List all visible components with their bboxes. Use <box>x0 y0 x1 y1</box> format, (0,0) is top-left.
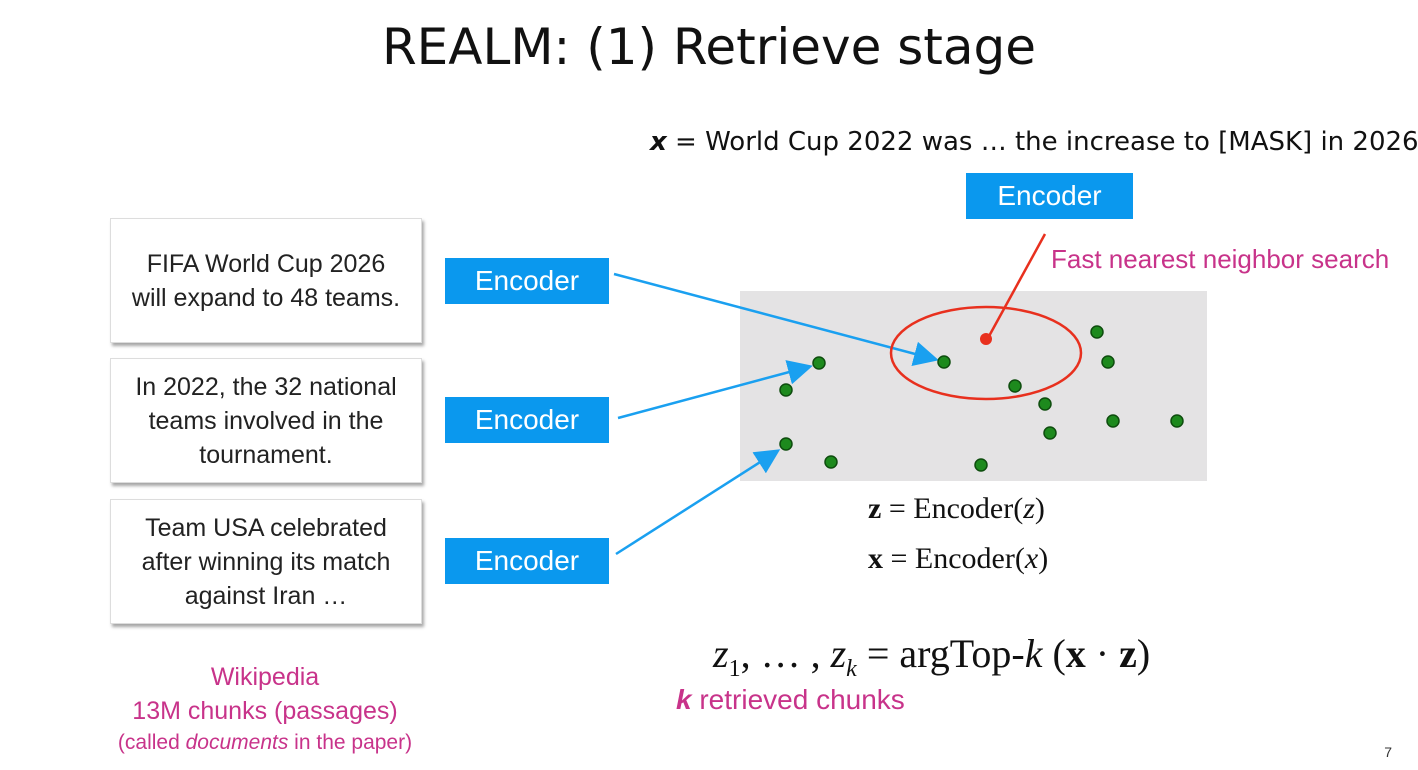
doc-point <box>1090 325 1104 339</box>
corpus-line3: (called documents in the paper) <box>117 731 413 754</box>
doc3-line2: after winning its match <box>141 547 391 576</box>
document-card-1: FIFA World Cup 2026 will expand to 48 te… <box>110 218 422 343</box>
doc1-line2: will expand to 48 teams. <box>131 283 401 312</box>
doc1-line1: FIFA World Cup 2026 <box>146 249 386 278</box>
argtop-equation: z1, … , zk = argTop-k (x · z) <box>713 631 1151 682</box>
slide-title: REALM: (1) Retrieve stage <box>381 18 1037 76</box>
doc-point <box>1043 426 1057 440</box>
corpus-label: Wikipedia 13M chunks (passages) (called … <box>80 660 450 758</box>
doc3-arrow <box>615 449 781 556</box>
doc-point <box>812 356 826 370</box>
embedding-space <box>740 291 1207 481</box>
doc-point <box>824 455 838 469</box>
doc-point <box>974 458 988 472</box>
query-sentence: x = World Cup 2022 was … the increase to… <box>650 127 1418 157</box>
doc1-encoder-box: Encoder <box>445 258 609 304</box>
corpus-line2: 13M chunks (passages) <box>132 697 398 725</box>
doc3-encoder-box: Encoder <box>445 538 609 584</box>
query-point <box>980 333 992 345</box>
page-number: 7 <box>1384 744 1392 760</box>
doc2-line2: teams involved in the <box>148 406 384 435</box>
retrieved-k: k <box>676 684 692 715</box>
z-encoder-equation: z = Encoder(z) <box>868 492 1045 525</box>
document-card-3: Team USA celebrated after winning its ma… <box>110 499 422 624</box>
search-label: Fast nearest neighbor search <box>1051 244 1390 274</box>
doc2-encoder-box: Encoder <box>445 397 609 443</box>
query-pointer-line <box>986 233 1047 339</box>
query-encoder-box: Encoder <box>966 173 1133 219</box>
document-card-2: In 2022, the 32 national teams involved … <box>110 358 422 483</box>
doc2-arrow <box>617 360 813 420</box>
query-var: x <box>650 127 667 157</box>
doc-point <box>1038 397 1052 411</box>
retrieved-chunks-label: k retrieved chunks <box>676 684 905 716</box>
doc2-line3: tournament. <box>199 440 333 469</box>
x-encoder-equation: x = Encoder(x) <box>868 542 1049 575</box>
doc-point <box>937 355 951 369</box>
search-region-ellipse <box>889 305 1083 401</box>
doc-point <box>1101 355 1115 369</box>
doc3-line1: Team USA celebrated <box>145 513 387 542</box>
query-text: = World Cup 2022 was … the increase to [… <box>675 127 1418 157</box>
doc2-line1: In 2022, the 32 national <box>135 372 397 401</box>
corpus-line1: Wikipedia <box>210 663 320 691</box>
doc1-arrow <box>613 272 939 366</box>
retrieved-text: retrieved chunks <box>691 684 905 715</box>
doc-point <box>1008 379 1022 393</box>
doc-point <box>1170 414 1184 428</box>
doc3-line3: against Iran … <box>184 581 348 610</box>
doc-point <box>779 383 793 397</box>
doc-point <box>1106 414 1120 428</box>
doc-point <box>779 437 793 451</box>
